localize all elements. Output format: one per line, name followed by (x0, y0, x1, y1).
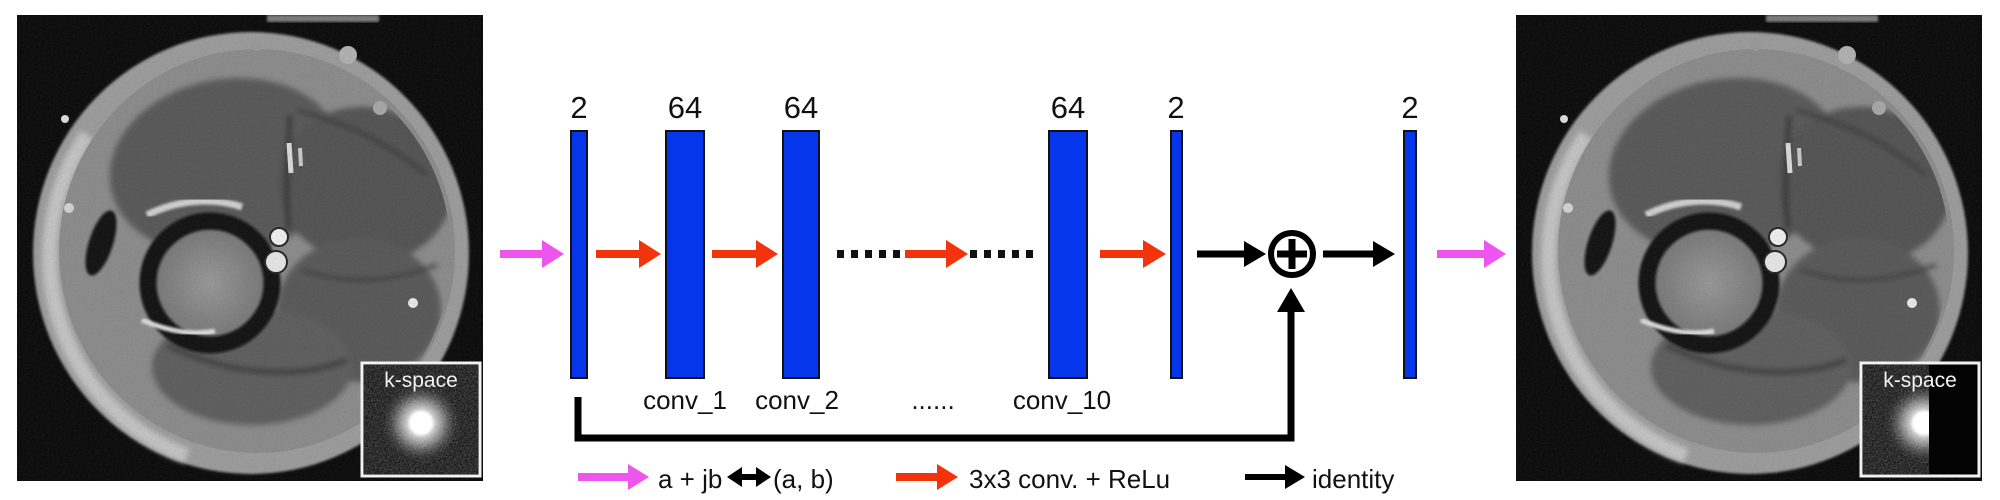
conv-layer-bar-output (1403, 130, 1417, 379)
legend-complex-lhs: a + jb (658, 464, 723, 494)
ellipsis-label: ...... (911, 385, 955, 415)
conv-layer-bar-10 (1048, 130, 1088, 379)
channel-label: 2 (1401, 90, 1419, 125)
legend-identity-label: identity (1312, 464, 1395, 494)
channel-label: 64 (1050, 90, 1086, 125)
conv-label-1: conv_1 (643, 385, 727, 415)
input-kspace-inset: k-space (360, 361, 482, 478)
legend-identity-arrow-icon (1245, 465, 1305, 489)
complex-join-arrow-icon (1437, 240, 1506, 268)
identity-arrow-icon (1197, 241, 1266, 267)
conv-layer-bar-residual (1170, 130, 1183, 379)
channel-label: 64 (783, 90, 819, 125)
conv-layer-bar-1 (665, 130, 705, 379)
input-mri-image: k-space (17, 15, 483, 481)
channel-label: 2 (570, 90, 588, 125)
kspace-label: k-space (1883, 369, 1957, 392)
left-right-arrow-icon (727, 467, 771, 487)
identity-arrow-icon (1323, 241, 1395, 267)
conv-relu-arrow-icon (905, 240, 968, 268)
complex-split-arrow-icon (500, 240, 564, 268)
legend-complex-rhs: (a, b) (773, 464, 834, 494)
legend-conv-arrow-icon (896, 464, 958, 490)
conv-layer-bar-input (570, 130, 588, 379)
circled-plus-icon (1268, 230, 1316, 278)
conv-relu-arrow-icon (1100, 240, 1166, 268)
legend-conv-label: 3x3 conv. + ReLu (969, 464, 1171, 494)
conv-label-10: conv_10 (1012, 385, 1112, 415)
kspace-missing-half (1929, 365, 1977, 474)
output-kspace-inset: k-space (1859, 361, 1981, 478)
skip-connection-arrow (574, 288, 1305, 442)
kspace-label: k-space (384, 369, 458, 392)
conv-relu-arrow-icon (596, 240, 661, 268)
conv-layer-bar-2 (782, 130, 820, 379)
channel-label: 64 (667, 90, 703, 125)
conv-relu-arrow-icon (712, 240, 778, 268)
conv-label-2: conv_2 (755, 385, 839, 415)
output-mri-image: k-space (1516, 15, 1982, 481)
channel-label: 2 (1167, 90, 1185, 125)
legend-complex-arrow-icon (578, 464, 649, 490)
